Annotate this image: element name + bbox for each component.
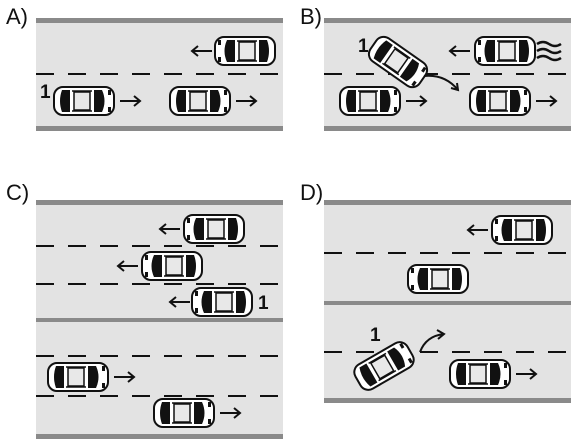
panel-c-label: C)	[6, 180, 30, 205]
car-icon	[469, 86, 531, 116]
vehicle-number-1: 1	[40, 82, 51, 103]
vehicle-number-1: 1	[370, 325, 381, 346]
car-icon	[474, 36, 536, 66]
arrow-right-icon	[120, 95, 142, 107]
road-edge-top	[324, 200, 571, 205]
car-icon	[153, 398, 215, 428]
road-median	[324, 301, 571, 305]
road-edge-top	[36, 200, 283, 205]
arrow-left-icon	[466, 224, 488, 236]
car-icon	[53, 86, 115, 116]
panel-b-diagram: 1	[324, 18, 571, 131]
arrow-left-icon	[190, 45, 212, 57]
arrow-left-icon	[168, 296, 190, 308]
arrow-right-icon	[236, 95, 258, 107]
arrow-right-icon	[536, 95, 558, 107]
speed-lines-icon	[536, 40, 562, 62]
road-edge-bottom	[324, 398, 571, 403]
panel-c-diagram: 1	[36, 200, 283, 439]
road-edge-bottom	[36, 434, 283, 439]
curved-arrow-icon	[423, 74, 460, 92]
arrow-right-icon	[516, 368, 538, 380]
panel-a-diagram: 1	[36, 18, 283, 131]
road-edge-bottom	[36, 126, 283, 131]
car-icon	[491, 215, 553, 245]
car-icon	[191, 287, 253, 317]
arrow-right-icon	[406, 95, 428, 107]
car-icon	[183, 214, 245, 244]
arrow-left-icon	[448, 45, 470, 57]
road-edge-bottom	[324, 126, 571, 131]
arrow-left-icon	[116, 260, 138, 272]
curved-arrow-icon	[419, 329, 446, 353]
road-edge-top	[324, 18, 571, 23]
road-edge-top	[36, 18, 283, 23]
car-icon	[47, 362, 109, 392]
arrow-right-icon	[220, 407, 242, 419]
car-icon	[449, 359, 511, 389]
car-icon	[214, 36, 276, 66]
panel-d-label: D)	[300, 180, 324, 205]
vehicle-number-1: 1	[358, 36, 369, 57]
car-icon	[339, 86, 401, 116]
arrow-right-icon	[114, 371, 136, 383]
car-icon	[141, 251, 203, 281]
panel-b-label: B)	[300, 4, 322, 29]
arrow-left-icon	[158, 223, 180, 235]
panel-d-diagram: 1	[324, 200, 571, 403]
road-median	[36, 318, 283, 322]
car-icon	[169, 86, 231, 116]
vehicle-number-1: 1	[258, 293, 269, 314]
car-icon	[407, 264, 469, 294]
panel-a-label: A)	[6, 4, 28, 29]
